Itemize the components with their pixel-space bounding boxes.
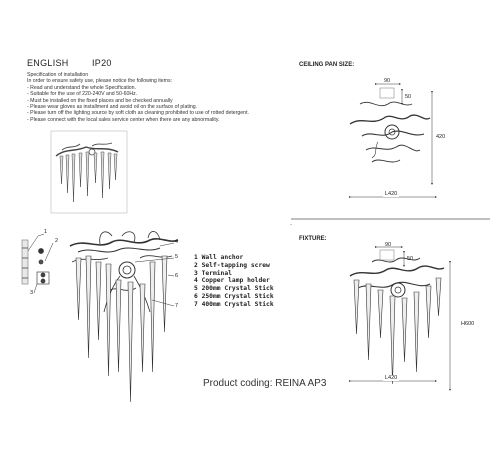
- spec-line: - Please connect with the local sales se…: [27, 116, 220, 123]
- ceiling-pan-drawing: [349, 83, 437, 198]
- ceiling-pan-header: CEILING PAN SIZE:: [299, 62, 355, 68]
- legend-item: 4 Copper lamp holder: [194, 277, 270, 285]
- fixture-dim-top: 90: [385, 242, 392, 248]
- spec-line: In order to ensure safety use, please no…: [27, 78, 173, 85]
- ceiling-dim-width: L420: [383, 191, 400, 197]
- spec-line: - Please wear gloves as installment and …: [27, 104, 198, 111]
- parts-legend: 1 Wall anchor 2 Self-tapping screw 3 Ter…: [194, 254, 274, 309]
- legend-item: 2 Self-tapping screw: [194, 261, 270, 269]
- language-label: ENGLISH: [27, 58, 69, 68]
- legend-item: 1 Wall anchor: [194, 254, 244, 261]
- product-coding: Product coding: REINA AP3: [203, 378, 327, 389]
- fixture-dim-width: L420: [383, 375, 400, 381]
- fixture-dim-height: H600: [461, 321, 475, 327]
- spec-line: - Please turn off the lighting source by…: [27, 110, 249, 117]
- ip-rating: IP20: [92, 58, 112, 68]
- fixture-dim-side: 50: [407, 256, 414, 262]
- ceiling-dim-side: 50: [405, 94, 412, 100]
- specification-text: Specification of installation In order t…: [27, 72, 249, 123]
- fixture-header: FIXTURE:: [299, 236, 327, 242]
- callout-7: 7: [175, 303, 179, 309]
- legend-item: 6 250mm Crystal Stick: [194, 292, 274, 300]
- product-thumbnail: [50, 130, 128, 214]
- callout-5: 5: [175, 254, 179, 260]
- legend-item: 7 400mm Crystal Stick: [194, 300, 274, 308]
- callout-6: 6: [175, 273, 179, 279]
- mounting-parts: [21, 233, 54, 294]
- fixture-side-drawing: [349, 246, 451, 391]
- spec-line: - Must be installed on the fixed places …: [27, 97, 173, 104]
- ceiling-dim-height: 420: [436, 134, 446, 140]
- spec-line: - Suitable for the use of 220-240V and 5…: [27, 91, 138, 98]
- spec-line: Specification of installation: [27, 72, 89, 78]
- callout-1: 1: [44, 229, 48, 235]
- callout-4: 4: [175, 239, 179, 245]
- ceiling-dim-top: 90: [384, 78, 391, 84]
- fixture-drawing: [69, 231, 179, 403]
- callout-2: 2: [55, 238, 59, 244]
- callout-3: 3: [30, 290, 34, 296]
- spec-line: - Read and understand the whole Specific…: [27, 84, 137, 91]
- legend-item: 3 Terminal: [194, 269, 232, 277]
- legend-item: 5 200mm Crystal Stick: [194, 285, 274, 293]
